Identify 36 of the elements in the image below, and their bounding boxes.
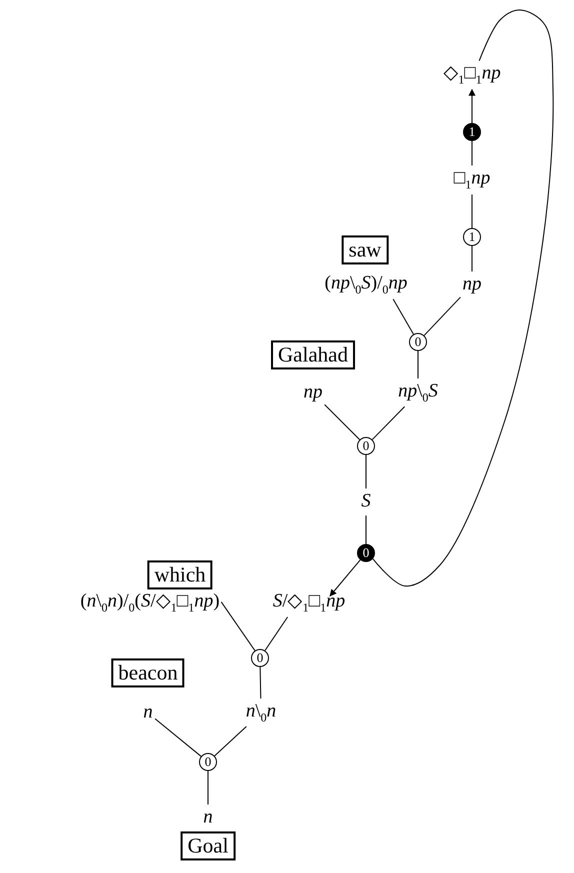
- link-circle: 0: [199, 753, 217, 771]
- formula-label: S: [361, 492, 371, 512]
- word-box: Galahad: [271, 340, 355, 370]
- word-box: beacon: [111, 658, 185, 688]
- link-line: [424, 296, 461, 336]
- arrow: [330, 559, 361, 597]
- link-circle: 0: [357, 437, 375, 455]
- link-line: [220, 601, 256, 652]
- word-box: saw: [342, 235, 388, 265]
- link-line: [214, 726, 247, 756]
- link-line: [392, 298, 414, 335]
- formula-label: np: [304, 382, 322, 404]
- link-circle: 0: [357, 544, 375, 562]
- link-line: [264, 616, 288, 652]
- link-line: [260, 666, 262, 699]
- arrow: [468, 88, 476, 124]
- formula-label: n\$_{0}$n: [246, 702, 276, 724]
- formula-label: (np\$_{0}$S)/$_{0}$np: [324, 274, 408, 296]
- link-line: [372, 10, 554, 587]
- formula-label: np\$_{0}$S: [398, 382, 438, 404]
- formula-label: n: [203, 808, 213, 828]
- link-line: [324, 404, 360, 440]
- link-line: [372, 406, 406, 440]
- formula-label: (n\$_{0}$n)/$_{0}$(S/◇$_{1}$□$_{1}$np): [80, 592, 220, 614]
- word-box: which: [147, 560, 213, 590]
- link-circle: 0: [409, 333, 427, 351]
- link-circle: 1: [463, 228, 481, 246]
- formula-label: np: [462, 274, 482, 296]
- link-line: [154, 718, 202, 757]
- word-box: Goal: [180, 831, 236, 861]
- link-circle: 0: [251, 649, 269, 667]
- link-circle: 1: [463, 123, 481, 141]
- formula-label: n: [143, 702, 153, 724]
- formula-label: S/◇$_{1}$□$_{1}$np: [272, 592, 346, 614]
- formula-label: ◇$_{1}$□$_{1}$np: [443, 64, 501, 86]
- formula-label: □$_{1}$np: [454, 168, 490, 192]
